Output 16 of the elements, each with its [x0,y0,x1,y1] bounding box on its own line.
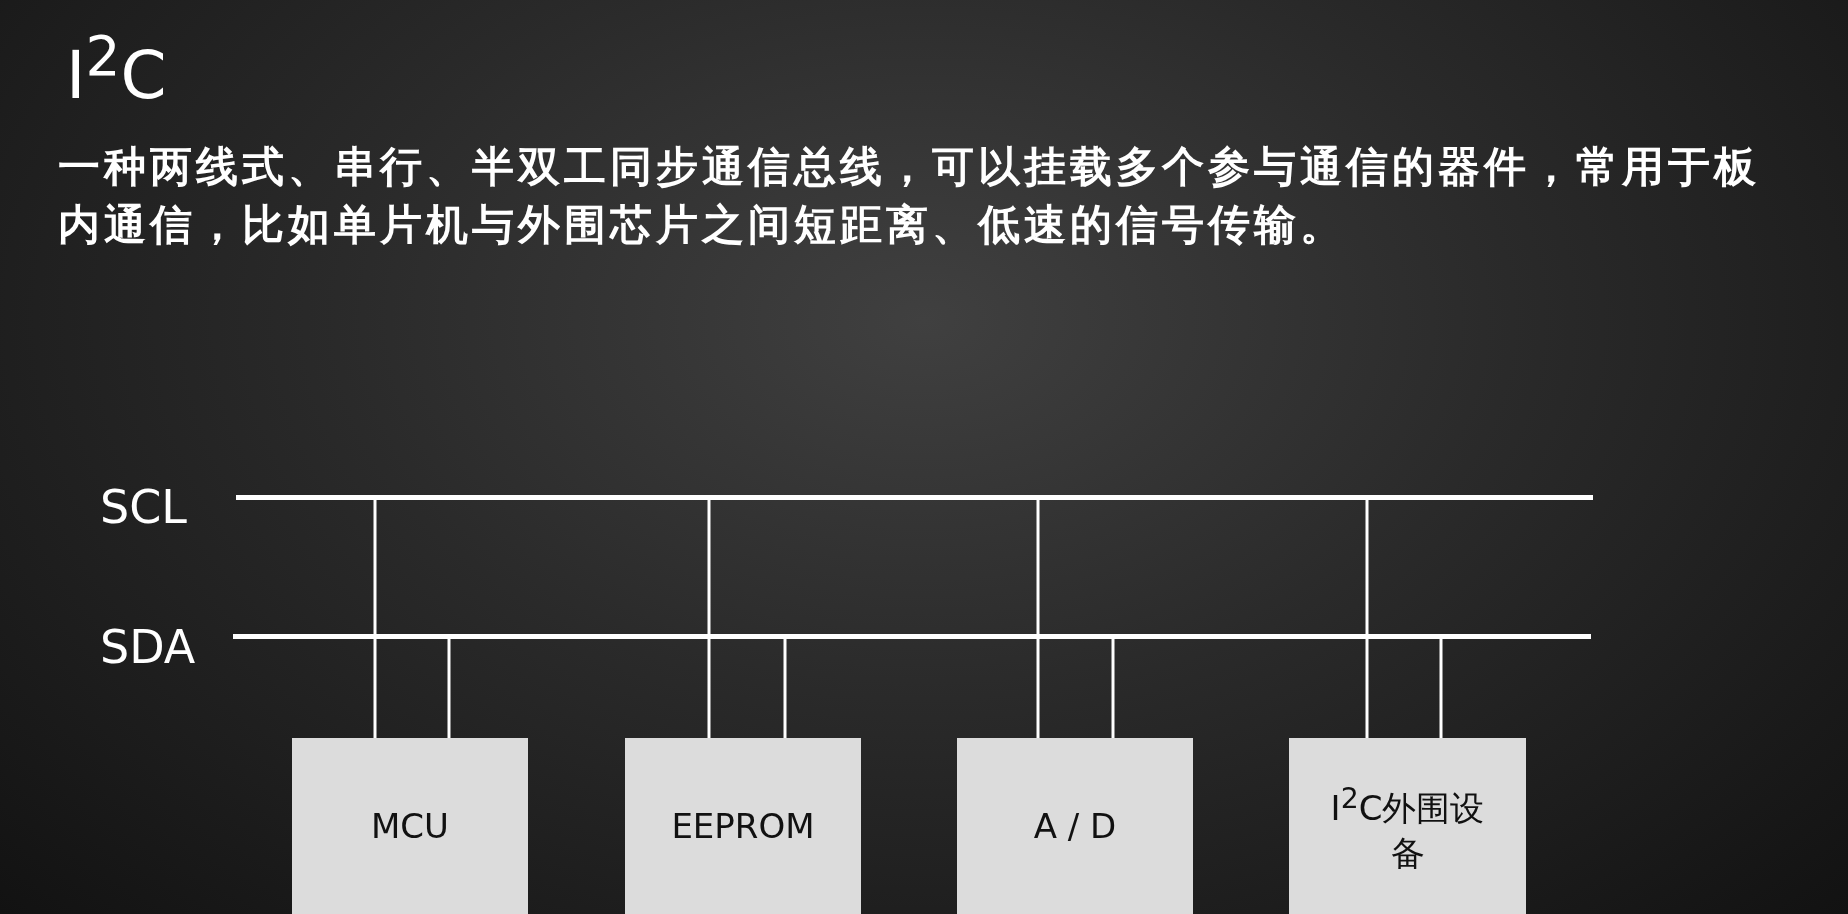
device-box: EEPROM [625,738,861,914]
device-box: I$^{2}$C外围设备 [1289,738,1526,914]
connector-line [1111,639,1115,738]
connector-line [783,639,787,738]
connector-line [447,639,451,738]
device-box: MCU [292,738,528,914]
connector-line [1439,639,1443,738]
connector-line [707,500,711,738]
bus-label: SCL [100,480,187,534]
bus-label: SDA [100,620,196,674]
title: I$^{2}$C [66,23,167,114]
device-box: A / D [957,738,1193,914]
description-text: 一种两线式、串行、半双工同步通信总线，可以挂载多个参与通信的器件，常用于板内通信，比如单片机与外围芯片之间短距离、低速的信号传输。 [58,141,1761,251]
connector-line [1036,500,1040,738]
connector-line [373,500,377,738]
connector-line [1365,500,1369,738]
